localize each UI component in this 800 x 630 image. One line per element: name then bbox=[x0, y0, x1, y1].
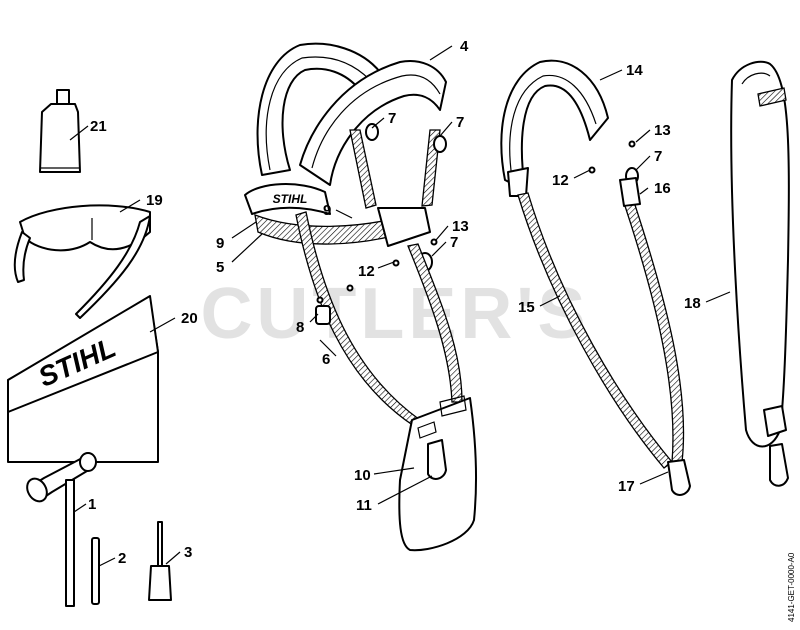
callout-18: 18 bbox=[684, 295, 701, 312]
grease-tube-part[interactable] bbox=[39, 89, 81, 173]
callout-14: 14 bbox=[626, 62, 643, 79]
watermark: CUTLER'S bbox=[200, 274, 589, 354]
callout-20: 20 bbox=[181, 310, 198, 327]
callout-5: 5 bbox=[216, 259, 224, 276]
callout-7-b: 7 bbox=[456, 114, 464, 131]
leader-lines bbox=[69, 45, 731, 567]
callout-12-b: 12 bbox=[552, 172, 569, 189]
callout-9-left: 9 bbox=[216, 235, 224, 252]
callout-13-a: 13 bbox=[452, 218, 469, 235]
callout-7-c: 7 bbox=[450, 234, 458, 251]
callout-1: 1 bbox=[88, 496, 96, 513]
callout-11: 11 bbox=[356, 497, 372, 514]
callout-4: 4 bbox=[460, 38, 469, 55]
combination-wrench-part[interactable] bbox=[23, 452, 97, 607]
callout-15: 15 bbox=[518, 299, 535, 316]
drawing-code: 4141-GET-0000-A0 bbox=[787, 552, 796, 622]
callout-13-b: 13 bbox=[654, 122, 671, 139]
callout-10: 10 bbox=[354, 467, 371, 484]
callout-3: 3 bbox=[184, 544, 192, 561]
callout-2: 2 bbox=[118, 550, 126, 567]
callout-8: 8 bbox=[296, 319, 304, 336]
callout-7-d: 7 bbox=[654, 148, 662, 165]
pin-part[interactable] bbox=[91, 537, 100, 605]
callout-6: 6 bbox=[322, 351, 330, 368]
screwdriver-part[interactable] bbox=[148, 521, 172, 601]
full-harness-part[interactable]: STIHL bbox=[244, 42, 478, 552]
callout-16: 16 bbox=[654, 180, 671, 197]
tool-pouch-part[interactable]: STIHL bbox=[7, 295, 159, 463]
harness-brand-label: STIHL bbox=[273, 192, 308, 206]
callout-numbers: 21 19 20 1 2 3 4 9 5 9 7 7 13 7 12 8 6 1… bbox=[88, 38, 701, 567]
callout-7-a: 7 bbox=[388, 110, 396, 127]
callout-19: 19 bbox=[146, 192, 163, 209]
callout-21: 21 bbox=[90, 118, 107, 135]
callout-17: 17 bbox=[618, 478, 635, 495]
callout-9-right: 9 bbox=[323, 202, 331, 219]
strap-with-pad-part[interactable] bbox=[730, 60, 790, 487]
shoulder-strap-part[interactable] bbox=[500, 59, 691, 496]
callout-12-a: 12 bbox=[358, 263, 375, 280]
safety-glasses-part[interactable] bbox=[13, 204, 151, 319]
